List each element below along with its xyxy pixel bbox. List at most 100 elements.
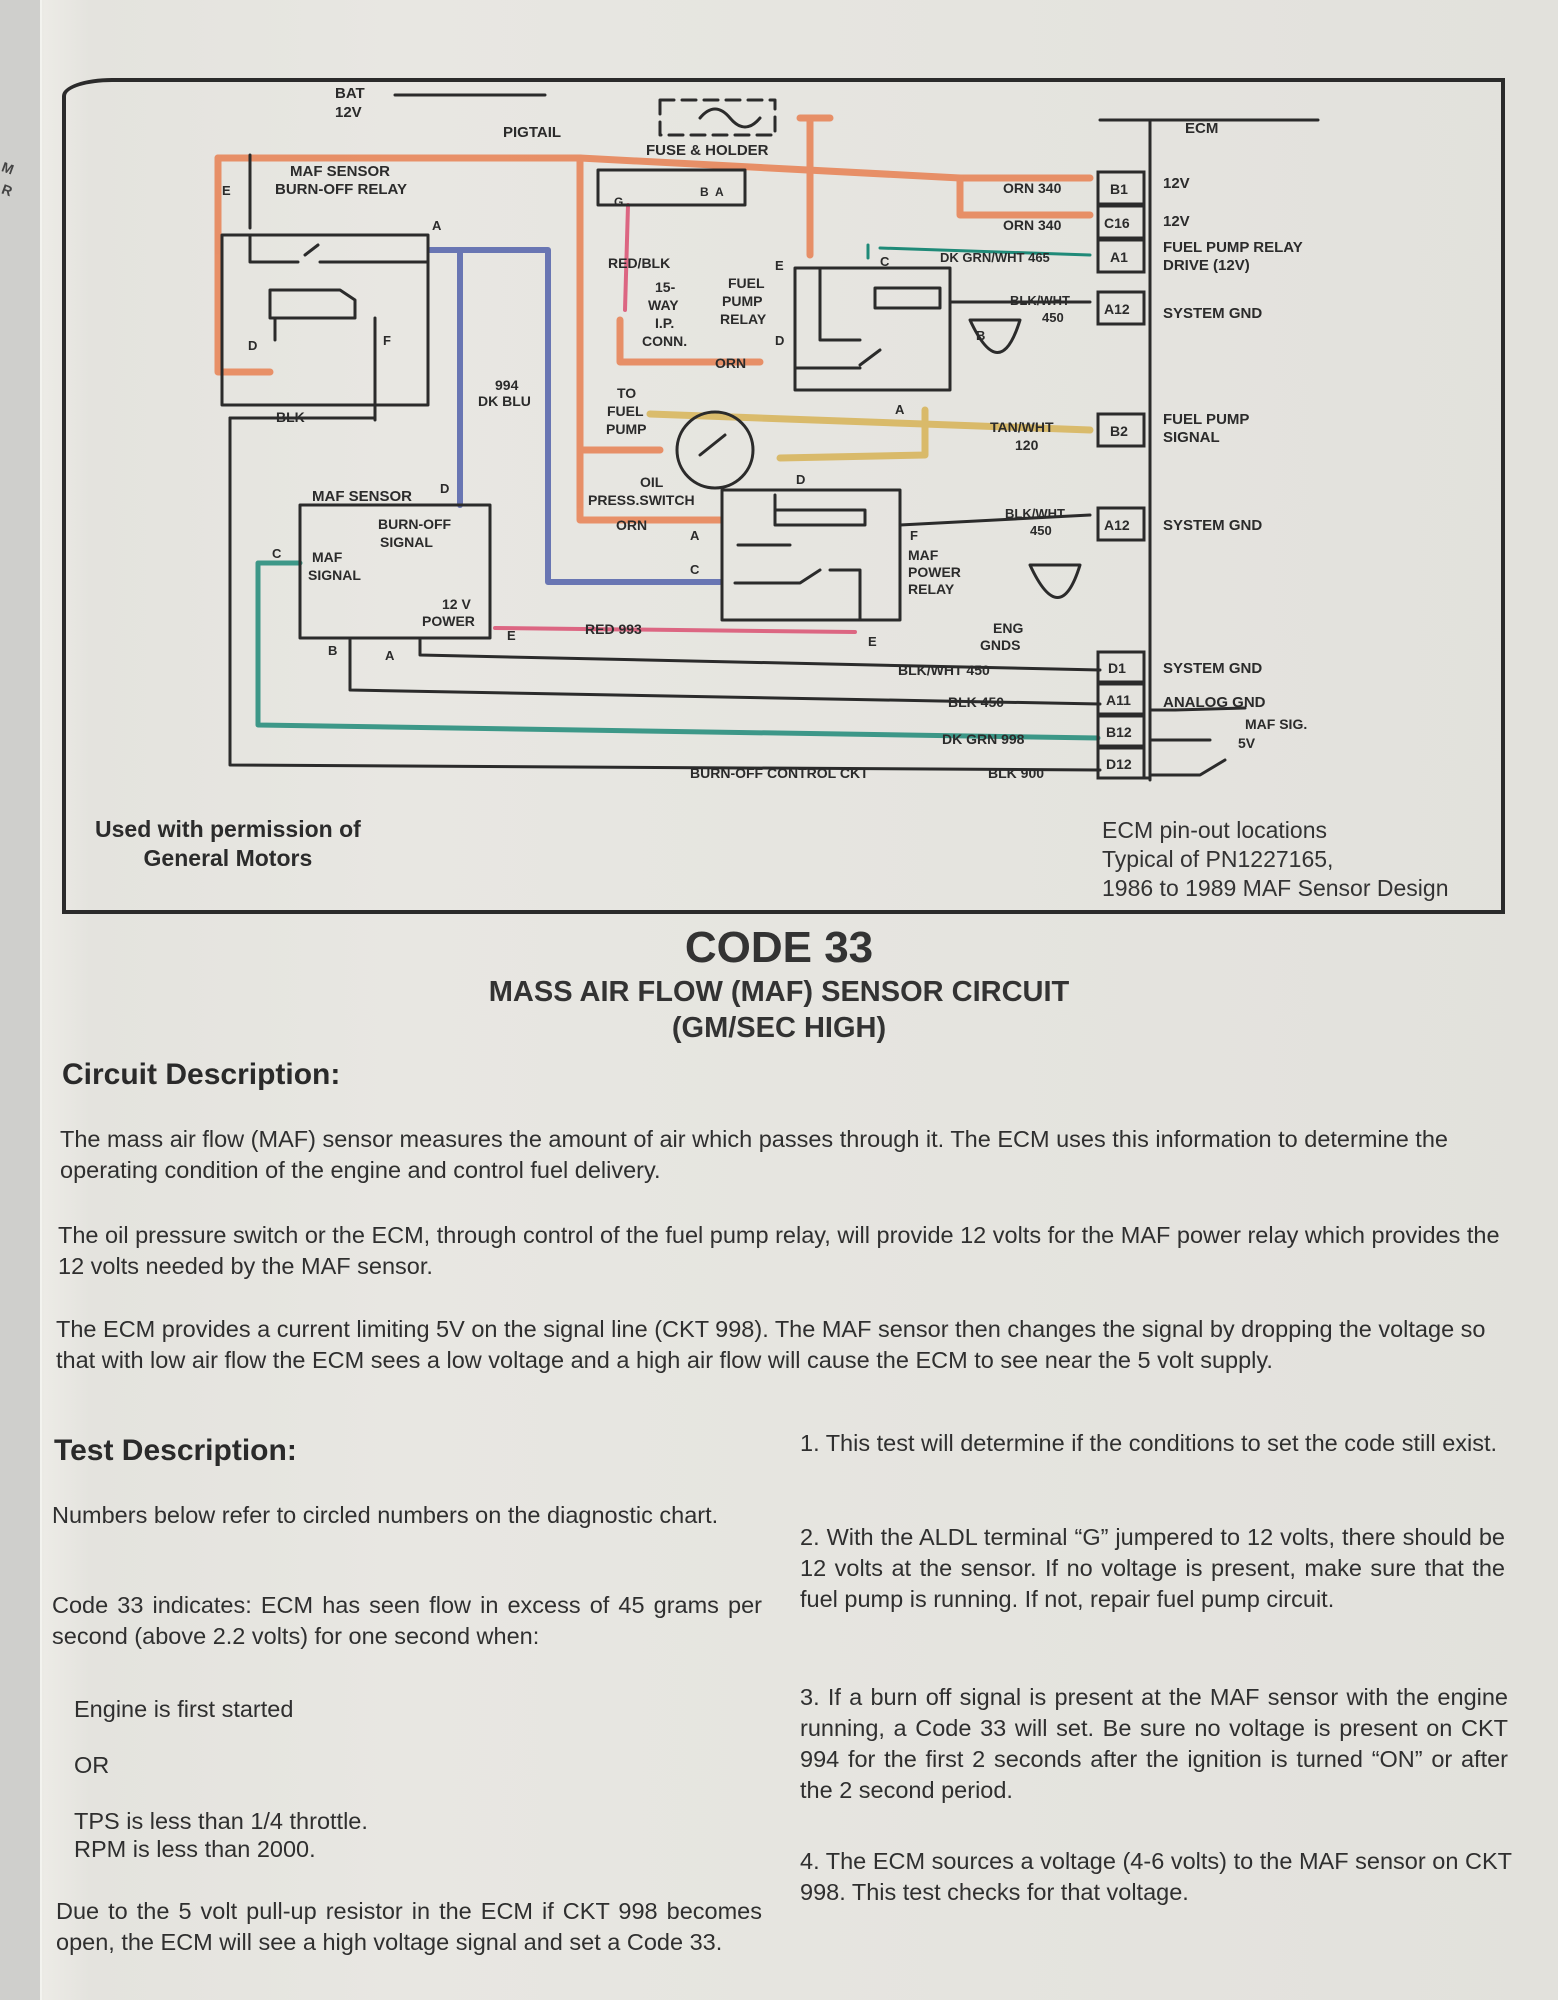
label-burnoff-relay: BURN-OFF RELAY [275,181,407,198]
svg-text:B1: B1 [1110,181,1128,197]
label-eng-gnds: ENG [993,620,1023,636]
circuit-description-paragraph: The ECM provides a current limiting 5V o… [56,1316,1486,1373]
svg-text:A1: A1 [1110,249,1128,265]
ecm-pin: A12 SYSTEM GND [1096,506,1262,542]
svg-text:A12: A12 [1104,517,1130,533]
circuit-description-heading: Circuit Description: [62,1058,341,1091]
diagram-labels: BAT 12V PIGTAIL FUSE & HOLDER ECM MAF SE… [222,85,1307,781]
svg-text:12V: 12V [1163,213,1190,230]
label-orn: ORN [715,355,746,371]
label-to-fuel-pump: FUEL [607,403,644,419]
label-994: 994 [495,377,519,393]
aldl-pin-letter: A [715,185,724,199]
label-ip-conn: CONN. [642,333,687,349]
wire-tan-wht-120 [646,406,1094,462]
label-bat: BAT [335,85,365,102]
pin-letter: C [272,546,282,561]
svg-text:B2: B2 [1110,423,1128,439]
condition-tps: TPS is less than 1/4 throttle. [74,1808,368,1834]
label-orn-340: ORN 340 [1003,180,1062,196]
condition-engine-started: Engine is first started [74,1696,294,1722]
label-oil-press-switch: PRESS.SWITCH [588,492,695,508]
adjacent-page-edge: M R [0,0,42,2000]
label-maf-signal: SIGNAL [308,567,361,583]
label-burnoff-control-ckt: BURN-OFF CONTROL CKT [690,765,869,781]
wire-dk-grn-998 [255,560,1101,741]
pin-letter: F [383,333,391,348]
svg-text:A12: A12 [1104,301,1130,317]
pin-letter: E [868,634,877,649]
svg-text:ANALOG GND: ANALOG GND [1163,694,1266,711]
test-step: 4. The ECM sources a voltage (4-6 volts)… [800,1848,1512,1905]
ecm-pin: D12 [1096,746,1146,780]
label-maf-power-relay: POWER [908,564,961,580]
ecm-pin: B12 [1096,714,1146,748]
label-5v: 5V [1238,735,1256,751]
label-red-blk: RED/BLK [608,255,670,271]
label-ip-conn: WAY [648,297,679,313]
label-fuel-pump-relay: RELAY [720,311,767,327]
pin-letter: F [910,528,918,543]
label-oil-press-switch: OIL [640,474,664,490]
label-ip-conn: I.P. [655,315,674,331]
svg-text:FUEL PUMP: FUEL PUMP [1163,411,1249,428]
label-12v-power: 12 V [442,596,471,612]
pin-letter: D [775,333,784,348]
circuit-description-paragraph: The mass air flow (MAF) sensor measures … [60,1126,1448,1183]
code-title: CODE 33 [684,923,874,972]
pin-letter: C [880,254,890,269]
pin-letter: D [248,338,257,353]
svg-text:SYSTEM GND: SYSTEM GND [1163,305,1262,322]
wire-red-blk [623,203,630,312]
test-description-intro: Numbers below refer to circled numbers o… [52,1502,719,1528]
pin-letter: E [507,628,516,643]
label-blk-900: BLK 900 [988,765,1044,781]
pin-letter: A [895,402,905,417]
label-to-fuel-pump: PUMP [606,421,646,437]
svg-text:SYSTEM GND: SYSTEM GND [1163,660,1262,677]
svg-text:B12: B12 [1106,724,1132,740]
ecm-pinout-note: ECM pin-out locations Typical of PN12271… [1102,817,1449,901]
wire-orange-12v [214,114,1094,524]
code-subtitle-2: (GM/SEC HIGH) [671,1012,887,1044]
label-maf-sensor: MAF SENSOR [312,488,412,505]
label-burnoff-relay: MAF SENSOR [290,163,390,180]
svg-text:D12: D12 [1106,756,1132,772]
label-ecm: ECM [1185,120,1218,137]
circuit-description-paragraph: The oil pressure switch or the ECM, thro… [58,1222,1500,1279]
ecm-pin: D1 SYSTEM GND [1096,650,1262,684]
label-bat-voltage: 12V [335,104,362,121]
label-blk-wht-450: BLK/WHT 450 [898,662,990,678]
label-fuse-holder: FUSE & HOLDER [646,142,769,159]
label-tan-wht: TAN/WHT [990,419,1054,435]
label-dk-grn-wht-465: DK GRN/WHT 465 [940,250,1050,265]
label-blk-450: BLK 450 [948,694,1004,710]
aldl-pin-letter: B [700,185,709,199]
svg-text:DRIVE (12V): DRIVE (12V) [1163,257,1250,274]
label-to-fuel-pump: TO [617,385,636,401]
label-tan-wht-120: 120 [1015,437,1039,453]
label-orn-340: ORN 340 [1003,217,1062,233]
wiring-diagram-frame [62,78,1505,914]
svg-text:SIGNAL: SIGNAL [1163,429,1220,446]
wire-red-993 [493,626,857,634]
label-blk-wht-mid-450: 450 [1030,523,1052,538]
test-step: 3. If a burn off signal is present at th… [800,1684,1508,1803]
ecm-pin: A12 SYSTEM GND [1096,290,1262,326]
label-ip-conn: 15- [655,279,676,295]
svg-text:D1: D1 [1108,660,1126,676]
label-maf-signal: MAF [312,549,343,565]
label-blk: BLK [276,409,305,425]
pin-letter: B [976,328,985,343]
svg-text:SYSTEM GND: SYSTEM GND [1163,517,1262,534]
pin-letter: E [775,258,784,273]
code-subtitle: MASS AIR FLOW (MAF) SENSOR CIRCUIT [488,976,1070,1008]
code-33-conditions: Code 33 indicates: ECM has seen flow in … [52,1592,762,1649]
pin-letter: C [690,562,700,577]
